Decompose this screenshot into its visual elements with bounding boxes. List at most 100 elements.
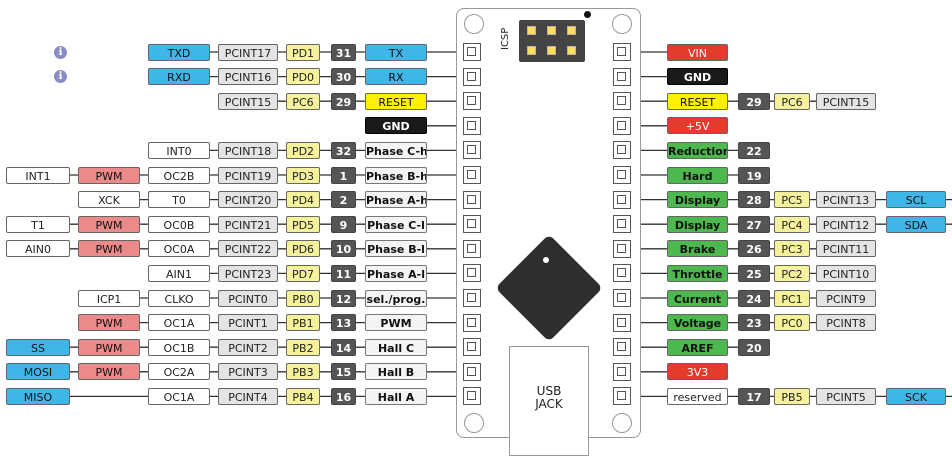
header-pad-left <box>463 141 481 160</box>
alt-function-label: INT0 <box>148 141 210 159</box>
usb-jack <box>509 346 589 456</box>
alt-function-label: PWM <box>78 166 140 184</box>
alt-function-label: AIN1 <box>148 264 210 282</box>
info-icon[interactable]: i <box>54 70 67 84</box>
usb-label-line1: USB <box>536 384 562 398</box>
header-pad-right <box>613 43 631 61</box>
alt-function-label: MOSI <box>6 363 70 381</box>
pin-number-label: 13 <box>331 314 356 332</box>
header-pad-left <box>463 215 481 234</box>
pin-function-label: AREF <box>667 338 728 356</box>
pin-function-label: sel./prog. <box>365 289 427 307</box>
port-label: PC5 <box>774 191 810 209</box>
pin-function-label: VIN <box>667 43 728 61</box>
header-pad-left <box>463 67 481 86</box>
pin-function-label: Hall C <box>365 338 427 356</box>
alt-function-label: PWM <box>78 215 140 233</box>
port-label: PD3 <box>286 166 320 184</box>
pcint-label: PCINT2 <box>218 338 278 356</box>
port-label: PD4 <box>286 191 320 209</box>
header-pad-left <box>463 190 481 209</box>
header-pad-right <box>613 116 631 135</box>
pin-number-label: 31 <box>331 43 356 61</box>
alt-function-label: INT1 <box>6 166 70 184</box>
port-label: PB2 <box>286 338 320 356</box>
alt-function-label: PWM <box>78 314 140 332</box>
pcint-label: PCINT15 <box>218 92 278 110</box>
pin-function-label: TX <box>365 43 427 61</box>
header-pad-right <box>613 215 631 234</box>
pin-number-label: 15 <box>331 363 356 381</box>
header-pad-left <box>463 289 481 307</box>
pin-function-label: Phase B-h <box>365 166 427 184</box>
pin-function-label: Display <box>667 215 728 233</box>
alt-function-label: OC0A <box>148 240 210 258</box>
pcint-label: PCINT11 <box>816 240 876 258</box>
info-icon[interactable]: i <box>54 45 67 59</box>
pcint-label: PCINT19 <box>218 166 278 184</box>
pcint-label: PCINT5 <box>816 387 876 405</box>
header-pad-left <box>463 387 481 406</box>
port-label: PC3 <box>774 240 810 258</box>
port-label: PD0 <box>286 68 320 86</box>
chip-orientation-dot <box>543 257 549 263</box>
alt-function-label: OC1A <box>148 387 210 405</box>
port-label: PC6 <box>286 92 320 110</box>
header-pad-right <box>613 239 631 258</box>
pcint-label: PCINT16 <box>218 68 278 86</box>
port-label: PC1 <box>774 289 810 307</box>
port-label: PC2 <box>774 264 810 282</box>
pcint-label: PCINT20 <box>218 191 278 209</box>
header-pad-left <box>463 362 481 381</box>
alt-function-label: T1 <box>6 215 70 233</box>
alt-function-label: OC1A <box>148 314 210 332</box>
alt-function-label: SS <box>6 338 70 356</box>
mount-hole-br <box>612 413 632 433</box>
alt-function-label: PWM <box>78 240 140 258</box>
header-pad-right <box>613 264 631 283</box>
pin-function-label: Voltage <box>667 314 728 332</box>
pin-number-label: 11 <box>331 264 356 282</box>
usb-jack-label: USB JACK <box>509 385 589 411</box>
header-pad-right <box>613 313 631 332</box>
pcint-label: PCINT15 <box>816 92 876 110</box>
port-label: PC4 <box>774 215 810 233</box>
alt-function-label: TXD <box>148 43 210 61</box>
pin-function-label: Current <box>667 289 728 307</box>
alt-function-label: CLKO <box>148 289 210 307</box>
pin-number-label: 30 <box>331 68 356 86</box>
pcint-label: PCINT21 <box>218 215 278 233</box>
pin-number-label: 27 <box>738 215 770 233</box>
pcint-label: PCINT13 <box>816 191 876 209</box>
pin-function-label: Display <box>667 191 728 209</box>
pcint-label: PCINT10 <box>816 264 876 282</box>
header-pad-left <box>463 92 481 111</box>
header-pad-left <box>463 338 481 357</box>
header-pad-left <box>463 116 481 135</box>
pin-number-label: 9 <box>331 215 356 233</box>
port-label: PD2 <box>286 141 320 159</box>
header-pad-right <box>613 190 631 209</box>
pin-function-label: RESET <box>365 92 427 110</box>
pin-function-label: reserved <box>667 387 728 405</box>
pcint-label: PCINT17 <box>218 43 278 61</box>
pin-function-label: Phase C-l <box>365 215 427 233</box>
header-pad-right <box>613 67 631 86</box>
pin1-marker <box>584 11 591 18</box>
pin-function-label: Throttle <box>667 264 728 282</box>
pin-number-label: 25 <box>738 264 770 282</box>
pcint-label: PCINT4 <box>218 387 278 405</box>
pin-number-label: 32 <box>331 141 356 159</box>
port-label: PD6 <box>286 240 320 258</box>
port-label: PC0 <box>774 314 810 332</box>
pcint-label: PCINT9 <box>816 289 876 307</box>
pin-number-label: 1 <box>331 166 356 184</box>
port-label: PC6 <box>774 92 810 110</box>
header-pad-left <box>463 43 481 61</box>
pcint-label: PCINT3 <box>218 363 278 381</box>
pin-number-label: 24 <box>738 289 770 307</box>
board-outline <box>456 8 641 438</box>
header-pad-left <box>463 313 481 332</box>
pin-number-label: 2 <box>331 191 356 209</box>
pin-number-label: 28 <box>738 191 770 209</box>
